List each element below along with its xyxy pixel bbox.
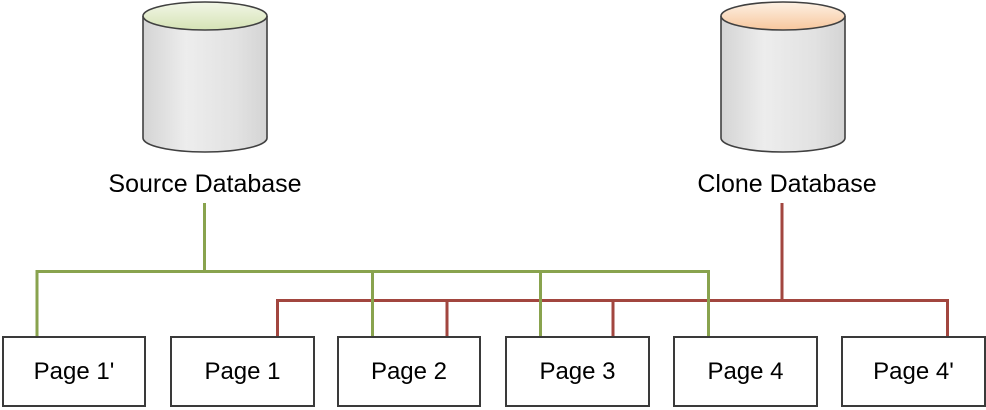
cylinder-top: [720, 1, 846, 31]
clone-database-label: Clone Database: [697, 170, 877, 198]
page-label: Page 2: [370, 357, 448, 385]
source-database-cylinder-icon: [142, 1, 268, 153]
source-connector-lines: [35, 203, 710, 338]
clone-connector-lines: [276, 203, 949, 338]
clone-database-cylinder-icon: [720, 1, 846, 153]
cylinder-body: [720, 16, 846, 153]
page-box-2: Page 2: [337, 336, 481, 407]
page-box-1: Page 1: [170, 336, 315, 407]
cylinder-body: [142, 16, 268, 153]
cylinder-top: [142, 1, 268, 31]
page-box-3: Page 3: [505, 336, 650, 407]
page-label: Page 4: [707, 357, 784, 385]
page-label: Page 3: [539, 357, 616, 385]
source-database-label: Source Database: [108, 170, 302, 198]
page-label: Page 1': [33, 357, 115, 385]
page-box-1-prime: Page 1': [2, 336, 146, 407]
page-box-4-prime: Page 4': [841, 336, 986, 407]
page-label: Page 1: [204, 357, 281, 385]
page-box-4: Page 4: [673, 336, 818, 407]
page-label: Page 4': [873, 357, 954, 385]
